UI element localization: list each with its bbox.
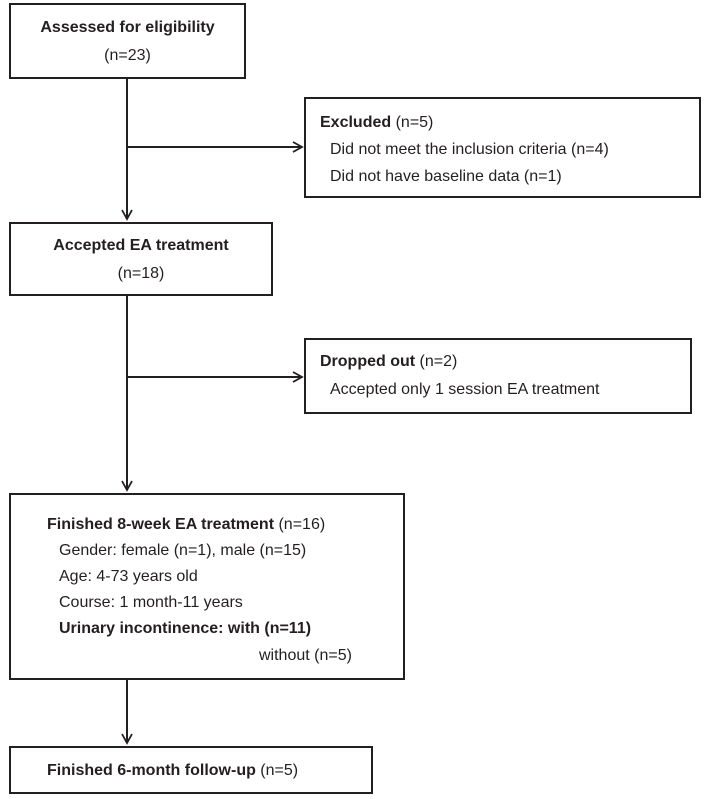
finished8-age: Age: 4-73 years old [59, 568, 198, 585]
dropped-title: Dropped out [320, 353, 416, 370]
finished8-title: Finished 8-week EA treatment [47, 516, 275, 533]
assessed-title: Assessed for eligibility [40, 19, 215, 36]
excluded-heading: Excluded (n=5) [320, 113, 433, 133]
accepted-title: Accepted EA treatment [53, 237, 229, 254]
finished8-course: Course: 1 month-11 years [59, 594, 243, 611]
finished6-count: (n=5) [255, 762, 299, 779]
finished8-heading: Finished 8-week EA treatment (n=16) [47, 515, 325, 535]
dropped-count: (n=2) [415, 353, 458, 370]
excluded-count: (n=5) [391, 114, 434, 131]
dropped-box: Dropped out (n=2) Accepted only 1 sessio… [304, 338, 692, 414]
excluded-reason: Did not have baseline data (n=1) [330, 168, 562, 185]
finished6-heading: Finished 6-month follow-up (n=5) [47, 761, 298, 781]
finished8-gender: Gender: female (n=1), male (n=15) [59, 542, 307, 559]
accepted-box: Accepted EA treatment (n=18) [9, 222, 273, 296]
excluded-reason: Did not meet the inclusion criteria (n=4… [330, 141, 609, 158]
dropped-reason: Accepted only 1 session EA treatment [330, 381, 600, 398]
finished6-title: Finished 6-month follow-up [47, 762, 256, 779]
finished8-ui-without: without (n=5) [259, 647, 352, 664]
excluded-title: Excluded [320, 114, 392, 131]
accepted-count: (n=18) [117, 265, 165, 282]
dropped-heading: Dropped out (n=2) [320, 352, 457, 372]
finished8-box: Finished 8-week EA treatment (n=16) Gend… [9, 493, 405, 680]
finished8-ui-with: Urinary incontinence: with (n=11) [59, 620, 312, 637]
excluded-box: Excluded (n=5) Did not meet the inclusio… [304, 97, 701, 198]
finished8-count: (n=16) [274, 516, 326, 533]
assessed-count: (n=23) [104, 47, 151, 64]
assessed-box: Assessed for eligibility (n=23) [9, 3, 246, 79]
finished6-box: Finished 6-month follow-up (n=5) [9, 746, 373, 794]
